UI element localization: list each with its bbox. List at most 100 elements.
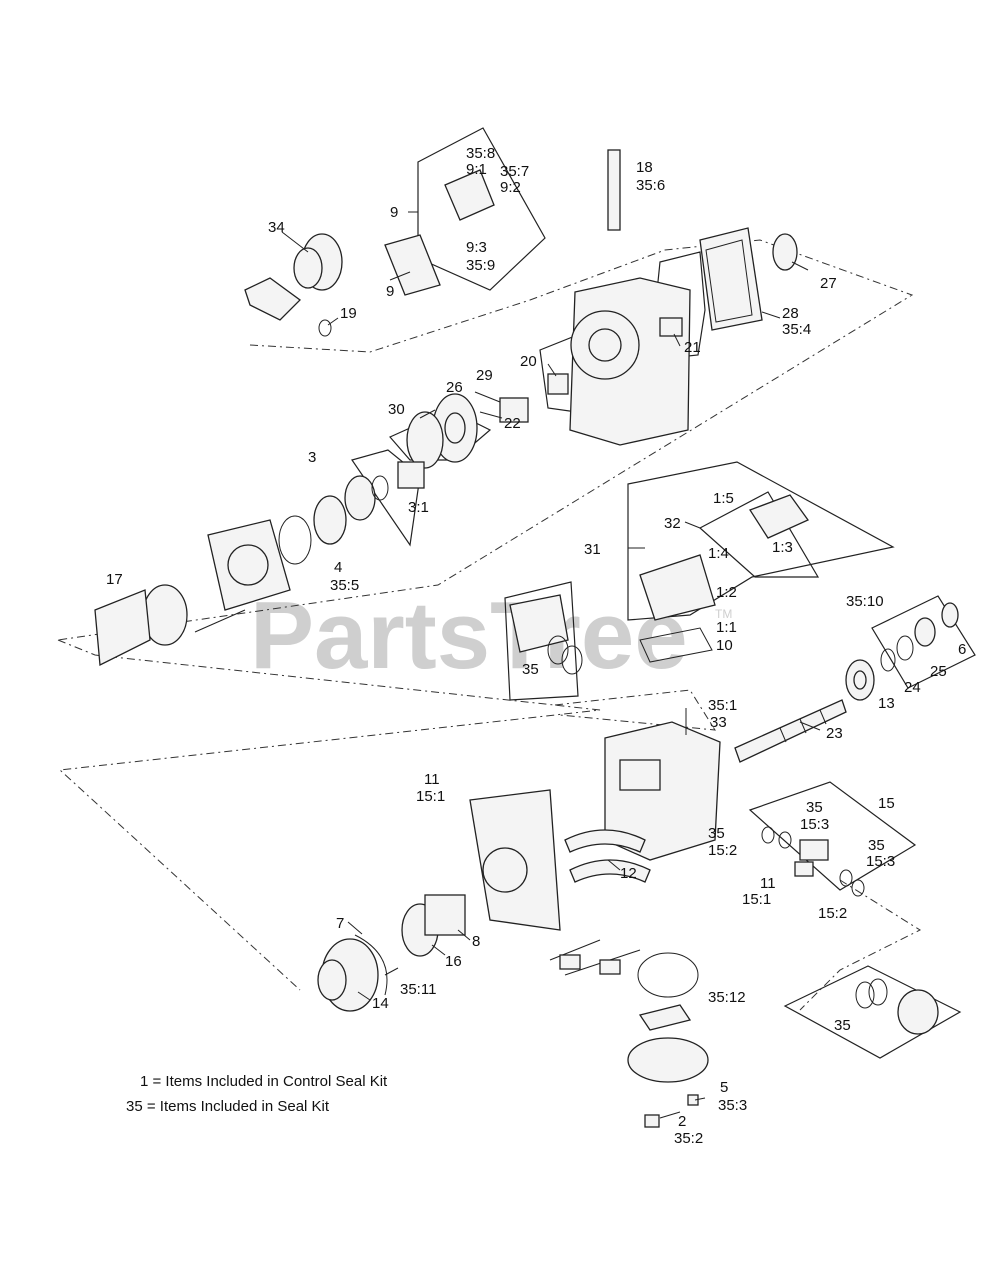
cylinder-block-14-face [317, 959, 347, 1001]
callout-27: 27 [820, 275, 837, 292]
valve-cover-lower [897, 989, 939, 1035]
callout-4: 4 [334, 559, 342, 576]
shaft-spline-2 [799, 718, 807, 734]
callout-1-3: 1:3 [772, 539, 793, 556]
callout-32: 32 [664, 515, 681, 532]
callout-1-4: 1:4 [708, 545, 729, 562]
bolt-end-cap [194, 609, 246, 633]
watermark-trademark: TM [715, 607, 732, 621]
callout-15: 15 [878, 795, 895, 812]
callout-29: 29 [476, 367, 493, 384]
shaft-spline-3 [819, 709, 827, 725]
plate-lower [638, 1004, 692, 1031]
callout-9-upper: 9 [390, 204, 398, 221]
gasket-1-1 [639, 627, 713, 663]
callout-15-1-lower: 15:1 [742, 891, 771, 908]
callout-1-5: 1:5 [713, 490, 734, 507]
callout-15-1-upper: 15:1 [416, 788, 445, 805]
o-ring-19 [318, 319, 332, 337]
callout-16: 16 [445, 953, 462, 970]
callout-35-12: 35:12 [708, 989, 746, 1006]
callout-30: 30 [388, 401, 405, 418]
callout-9-1: 9:1 [466, 161, 487, 178]
callout-18: 18 [636, 159, 653, 176]
watermark: PartsTree [250, 582, 688, 689]
callout-20: 20 [520, 353, 537, 370]
leader-12 [607, 859, 621, 871]
callout-35-1: 35:1 [708, 697, 737, 714]
callout-26: 26 [446, 379, 463, 396]
callout-19: 19 [340, 305, 357, 322]
leader-30 [419, 409, 436, 419]
callout-35-8: 35:8 [466, 145, 495, 162]
callout-28: 28 [782, 305, 799, 322]
o-ring-35-b [561, 645, 583, 675]
leader-22 [479, 411, 503, 419]
cover-27 [772, 233, 798, 271]
kit-box-32 [698, 491, 820, 578]
callout-35-lower: 35 [834, 1017, 851, 1034]
valve-9-upper [444, 169, 495, 221]
callout-15-2-left: 15:2 [708, 842, 737, 859]
seal-35-10 [914, 617, 936, 647]
callout-8: 8 [472, 933, 480, 950]
o-ring-15-2-left [761, 826, 775, 844]
housing-port-lower [619, 759, 661, 791]
control-block-31 [639, 554, 716, 621]
callout-1-2: 1:2 [716, 584, 737, 601]
ring-3-1 [371, 475, 389, 501]
bearing-30-inner [444, 412, 466, 444]
swashplate-12-bottom [569, 859, 651, 883]
ring-25 [896, 635, 914, 661]
leader-21 [673, 333, 681, 347]
bearing-30-outer [406, 411, 444, 469]
callout-35-3: 35:3 [718, 1097, 747, 1114]
callout-35-4: 35:4 [782, 321, 811, 338]
plug-5 [687, 1094, 699, 1106]
callout-1-1: 1:1 [716, 619, 737, 636]
leader-7 [347, 921, 363, 935]
plate-4 [313, 495, 347, 545]
callout-15-2-right: 15:2 [818, 905, 847, 922]
centerline-left [57, 639, 601, 991]
callout-25: 25 [930, 663, 947, 680]
callout-17: 17 [106, 571, 123, 588]
callout-21: 21 [684, 339, 701, 356]
callout-3: 3 [308, 449, 316, 466]
ring-24 [880, 648, 896, 672]
leader-23 [799, 721, 821, 731]
callout-15-3-right: 15:3 [866, 853, 895, 870]
o-ring-35-a [547, 635, 569, 665]
shaft-spline-1 [779, 727, 787, 743]
callout-35-15-3-right-label: 35 [868, 837, 885, 854]
fitting-11 [794, 861, 814, 877]
callout-35-7: 35:7 [500, 163, 529, 180]
plate-11-bore [482, 847, 528, 893]
callout-35-6: 35:6 [636, 177, 665, 194]
o-ring-15-3-right [839, 869, 853, 887]
callout-35-11: 35:11 [400, 981, 436, 998]
bearing-34-face [293, 247, 323, 289]
callout-14: 14 [372, 995, 389, 1012]
callout-3-1: 3:1 [408, 499, 429, 516]
leader-32 [684, 521, 701, 529]
housing-bore-upper-inner [588, 328, 622, 362]
piston-group-8 [424, 894, 466, 936]
drive-shaft [734, 699, 847, 763]
leader-2 [659, 1111, 681, 1119]
callout-12: 12 [620, 865, 637, 882]
callout-11-upper: 11 [424, 771, 440, 788]
valve-body-2 [599, 959, 621, 975]
leader-19 [327, 317, 339, 326]
kit-box-31 [627, 461, 895, 621]
callout-9-lower: 9 [386, 283, 394, 300]
leader-5 [694, 1097, 706, 1101]
thrust-plate-3 [344, 475, 376, 521]
kit-box-35-upper [504, 581, 579, 701]
callout-7: 7 [336, 915, 344, 932]
callout-6: 6 [958, 641, 966, 658]
valve-spool-1 [549, 939, 601, 961]
callout-13: 13 [878, 695, 895, 712]
gasket-28-inner [705, 239, 753, 323]
retainer-6 [941, 602, 959, 628]
